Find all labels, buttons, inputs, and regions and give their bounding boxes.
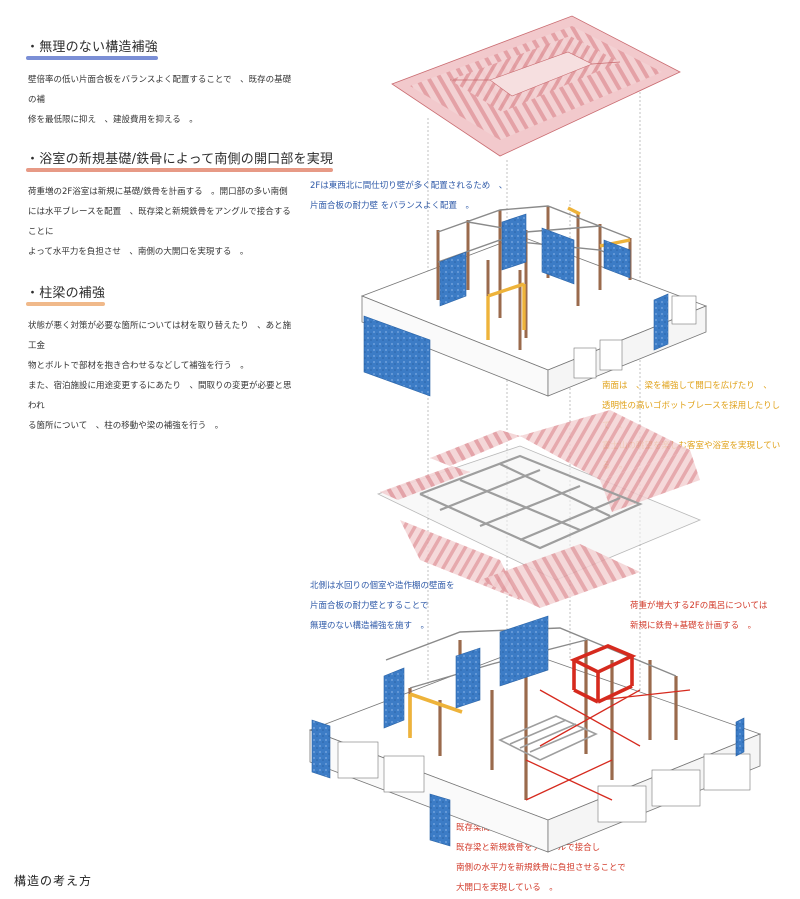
section-heading-2-text: ・浴室の新規基礎/鉄骨によって南側の開口部を実現	[26, 152, 334, 167]
page-footer-title: 構造の考え方	[14, 874, 93, 888]
section-heading-3: ・柱梁の補強	[26, 282, 106, 306]
first-floor-layer	[308, 615, 762, 853]
section-heading-2: ・浴室の新規基礎/鉄骨によって南側の開口部を実現	[26, 148, 334, 172]
note-north-walls: 北側は水回りの個室や造作棚の壁面を 片面合板の耐力壁とすることで 無理のない構造…	[310, 581, 455, 631]
section-body-1: 壁倍率の低い片面合板をバランスよく配置することで 、既存の基礎の補 修を最低限に…	[28, 75, 292, 125]
second-floor-layer	[360, 205, 708, 397]
roof-layer	[391, 15, 681, 157]
floor-beam-layer	[376, 410, 702, 608]
section-heading-1: ・無理のない構造補強	[26, 36, 159, 60]
heading-underline-1	[26, 56, 159, 60]
section-heading-1-text: ・無理のない構造補強	[26, 40, 159, 55]
section-body-3: 状態が悪く対策が必要な箇所については材を取り替えたり 、あと施工金 物とボルトで…	[28, 321, 292, 431]
note-2f-plywood: 2Fは東西北に間仕切り壁が多く配置されるため 、 片面合板の耐力壁 をバランスよ…	[310, 181, 508, 211]
note-bath-steel: 荷重が増大する2Fの風呂については 新規に鉄骨+基礎を計画する 。	[630, 601, 768, 631]
heading-underline-3	[26, 302, 106, 306]
section-body-2: 荷重増の2F浴室は新規に基礎/鉄骨を計画する 。開口部の多い南側 には水平ブレー…	[28, 187, 291, 257]
section-heading-3-text: ・柱梁の補強	[26, 286, 106, 301]
heading-underline-2	[26, 168, 334, 172]
